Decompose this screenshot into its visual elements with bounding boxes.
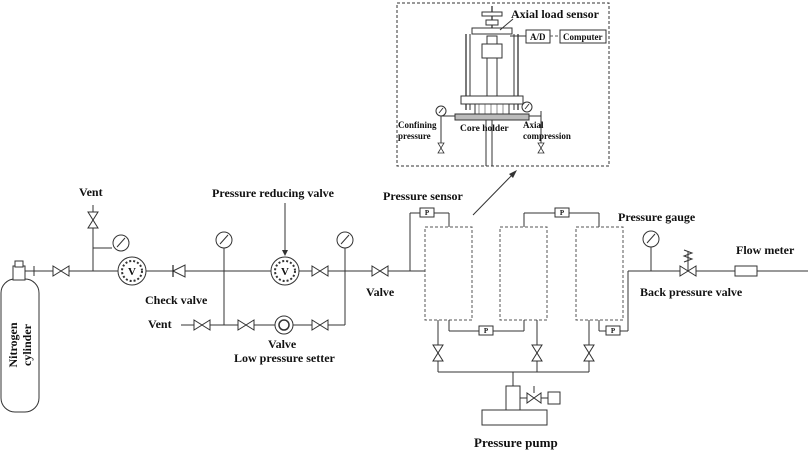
nitrogen-cylinder (0, 260, 40, 413)
valve-main-right (371, 265, 389, 277)
pressure-sensor-3: P (478, 325, 494, 336)
pump-valve-2 (531, 344, 543, 362)
pressure-reducing-valve-label: Pressure reducing valve (212, 186, 335, 200)
core-holder-inset (396, 2, 610, 167)
axial-compression-label-line2: compression (523, 131, 571, 141)
pump-valve-1 (432, 344, 444, 362)
computer-box (559, 29, 607, 44)
axial-compression-label-line1: Axial (523, 120, 544, 130)
pressure-sensor-1: P (419, 207, 435, 218)
pressure-gauge-icon (215, 231, 233, 249)
computer-label: Computer (563, 32, 603, 42)
pressure-sensor-2: P (554, 207, 570, 218)
vessel-1 (424, 226, 473, 321)
svg-text:P: P (560, 209, 565, 217)
pressure-reducing-valve-2: V (270, 256, 300, 286)
pressure-gauge-icon (112, 234, 130, 252)
vent-top-label: Vent (79, 185, 103, 199)
vessel-2 (499, 226, 548, 321)
a-d-label: A/D (530, 32, 546, 42)
inlet-valve (52, 265, 70, 277)
core-holder-label: Core holder (460, 124, 509, 134)
svg-text:P: P (484, 327, 489, 335)
vent-valve-bottom (193, 319, 211, 331)
vent-valve-top (87, 211, 99, 229)
pressure-gauge-label: Pressure gauge (618, 210, 696, 224)
back-pressure-valve-label: Back pressure valve (640, 285, 743, 299)
check-valve (171, 264, 186, 278)
nitrogen-cylinder-label-line2: cylinder (20, 323, 34, 366)
flow-meter-label: Flow meter (736, 243, 795, 257)
pressure-pump (481, 385, 561, 426)
confining-pressure-label-line1: Confining (398, 120, 437, 130)
pump-valve-3 (583, 344, 595, 362)
pressure-pump-label: Pressure pump (474, 435, 558, 450)
low-pressure-setter-label: Low pressure setter (234, 351, 336, 365)
confining-pressure-label-line2: pressure (398, 131, 431, 141)
vessel-3 (575, 226, 624, 321)
nitrogen-cylinder-label-line1: Nitrogen (6, 322, 20, 367)
pressure-reducing-valve-1: V (117, 256, 147, 286)
back-pressure-valve (679, 249, 697, 277)
inset-pointer-arrow (472, 171, 516, 216)
svg-text:V: V (281, 266, 289, 278)
pressure-sensor-label: Pressure sensor (383, 189, 464, 203)
axial-load-sensor-label: Axial load sensor (511, 7, 600, 21)
vent-bottom-label: Vent (148, 317, 172, 331)
svg-text:P: P (425, 209, 430, 217)
low-pressure-setter (274, 315, 294, 335)
svg-text:P: P (611, 327, 616, 335)
pressure-sensor-4: P (605, 325, 621, 336)
pressure-gauge-icon (336, 231, 354, 249)
valve-before-regulator (311, 265, 329, 277)
svg-text:V: V (128, 266, 136, 278)
valve-bottom-label: Valve (268, 337, 297, 351)
bypass-valve-1 (237, 319, 255, 331)
a-d-box (525, 29, 551, 44)
flow-meter (734, 265, 758, 277)
check-valve-label: Check valve (145, 293, 208, 307)
valve-right-label: Valve (366, 285, 395, 299)
bypass-valve-2 (311, 319, 329, 331)
pressure-gauge-icon (642, 230, 660, 248)
